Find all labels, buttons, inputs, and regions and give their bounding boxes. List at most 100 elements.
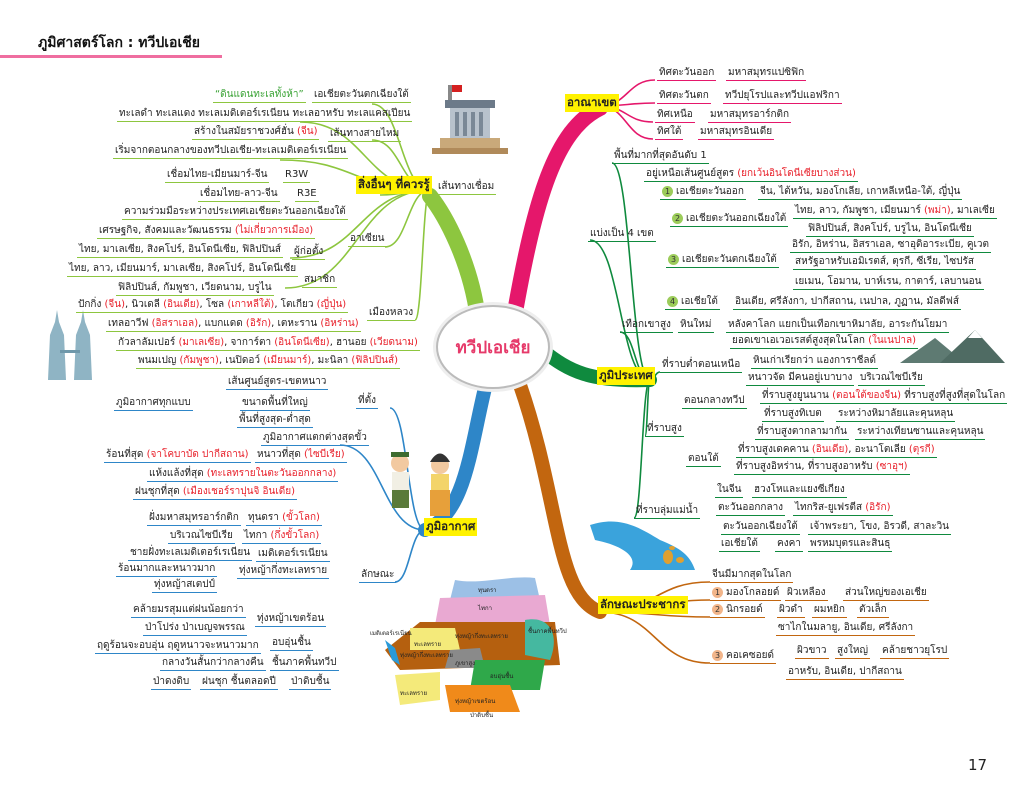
node-climate: ฤดูร้อนจะอบอุ่น ฤดูหนาวจะหนาวมาก xyxy=(95,639,261,654)
node-text: กัวลาลัมเปอร์ xyxy=(118,337,179,348)
node-population: สูงใหญ่ xyxy=(835,644,870,659)
node-text: อาหรับ, อินเดีย, ปากีสถาน xyxy=(788,666,902,677)
node-text: ที่ราบสูงเดคคาน xyxy=(738,444,812,455)
country-note: (พม่า) xyxy=(924,205,951,216)
node-territory: มหาสมุทรอินเดีย xyxy=(698,125,775,140)
node-text: เอเชียตะวันตกเฉียงใต้ xyxy=(682,254,777,265)
connector-line xyxy=(389,407,426,531)
node-text: เส้นศูนย์สูตร-เขตหนาว xyxy=(228,376,327,387)
connector-line xyxy=(284,189,431,289)
node-text: ความร่วมมือระหว่างประเทศเอเชียตะวันออกเฉ… xyxy=(124,206,346,217)
node-text: , มาเลเซีย xyxy=(950,205,995,216)
node-climate: ป่าดงดิบ xyxy=(151,675,192,690)
number-badge: 2 xyxy=(672,213,683,224)
map-label: อบอุ่นชื้น xyxy=(490,673,514,680)
node-climate: กลางวันสั้นกว่ากลางคืน xyxy=(160,656,266,671)
node-text: ที่ราบลุ่มแม่น้ำ xyxy=(636,505,699,516)
map-label: ทุ่งหญ้ากึ่งทะเลทราย xyxy=(400,652,453,659)
node-other: เชื่อมไทย-ลาว-จีน xyxy=(198,187,280,202)
node-text: หินเก่าเรียกว่า แองการาชีลด์ xyxy=(753,355,877,366)
node-text: พื้นที่สูงสุด-ต่ำสุด xyxy=(239,414,311,425)
node-terrain: เทือกเขาสูง xyxy=(620,318,673,333)
connector-line xyxy=(633,379,651,519)
country-note: (ตอนใต้ของจีน) xyxy=(832,390,902,401)
node-text: ที่ราบสูงยูนนาน xyxy=(762,390,833,401)
node-text: ผิวขาว xyxy=(797,645,827,656)
node-text: สมาชิก xyxy=(304,274,336,285)
country-note: (ไม่เกี่ยวการเมือง) xyxy=(234,225,314,236)
node-text: ไทย, ลาว, กัมพูชา, เมียนมาร์ xyxy=(795,205,925,216)
node-other: ความร่วมมือระหว่างประเทศเอเชียตะวันออกเฉ… xyxy=(122,205,348,220)
node-text: ทิศเหนือ xyxy=(657,109,693,120)
node-text: เชื่อมไทย-ลาว-จีน xyxy=(200,188,278,199)
node-text: มองโกลอยด์ xyxy=(726,587,780,598)
node-text: เศรษฐกิจ, สังคมและวัฒนธรรม xyxy=(99,225,235,236)
node-text: ซาไกในมลายู, อินเดีย, ศรีลังกา xyxy=(778,622,914,633)
node-text: ฟิลิปปินส์, กัมพูชา, เวียดนาม, บรูไน xyxy=(118,282,272,293)
node-text: เทลอาวีฟ xyxy=(108,318,152,329)
node-terrain: ที่ราบสูงเดคคาน (อินเดีย), อะนาโตเลีย (ต… xyxy=(736,443,937,458)
page-title: ภูมิศาสตร์โลก : ทวีปเอเชีย xyxy=(38,35,200,51)
node-text: หนาวที่สุด xyxy=(257,449,305,460)
node-text: ไทกา xyxy=(244,530,271,541)
node-text: ชื้นภาคพื้นทวีป xyxy=(272,657,337,668)
node-text: เทือกเขาสูง xyxy=(622,319,671,330)
node-text: , ฮานอย xyxy=(329,337,370,348)
country-note: (เกาหลีใต้) xyxy=(227,299,275,310)
node-terrain: ระหว่างเทียนซานและคุนหลุน xyxy=(855,425,986,440)
node-text: มหาสมุทรอินเดีย xyxy=(700,126,773,137)
node-territory: มหาสมุทรแปซิฟิก xyxy=(726,66,807,81)
node-terrain: หลังคาโลก แยกเป็นเทือกเขาหิมาลัย, อาระกั… xyxy=(726,318,950,333)
node-text: ร้อนที่สุด xyxy=(106,449,147,460)
node-territory: ทิศใต้ xyxy=(655,125,684,140)
node-terrain: แบ่งเป็น 4 เขต xyxy=(588,227,656,242)
node-climate: บริเวณไซบีเรีย xyxy=(168,529,235,544)
country-note: (เวียดนาม) xyxy=(369,337,418,348)
asia-climate-map xyxy=(385,577,560,712)
node-other: เทลอาวีฟ (อิสราเอล), แบกแดด (อิรัก), เตห… xyxy=(106,317,361,332)
country-note: (อิรัก) xyxy=(865,502,891,513)
connector-line xyxy=(611,162,651,381)
node-text: ทิศตะวันออก xyxy=(659,67,715,78)
node-text: , โซล xyxy=(199,299,228,310)
node-text: ทวีปยุโรปและทวีปแอฟริกา xyxy=(725,90,840,101)
node-other: เส้นทางสายไหม xyxy=(328,127,402,142)
node-text: ในจีน xyxy=(717,484,742,495)
node-text: ระหว่างเทียนซานและคุนหลุน xyxy=(857,426,984,437)
country-note: (เมืองเชอร์ราปุนจิ อินเดีย) xyxy=(182,486,296,497)
node-text: ทุ่งหญ้าสเตปป์ xyxy=(154,579,215,590)
node-text: สร้างในสมัยราชวงศ์ฮั่น xyxy=(194,126,297,137)
connector-line xyxy=(394,529,426,583)
node-climate: คล้ายมรสุมแต่ฝนน้อยกว่า xyxy=(131,603,246,618)
node-text: , เตหะราน xyxy=(271,318,321,329)
node-text: , มะนิลา xyxy=(311,355,352,366)
node-text: คล้ายมรสุมแต่ฝนน้อยกว่า xyxy=(133,604,244,615)
node-text: สหรัฐอาหรับเอมิเรตส์, ตุรกี, ซีเรีย, ไซป… xyxy=(795,256,974,267)
node-text: อิรัก, อิหร่าน, อิสราเอล, ซาอุดิอาระเบีย… xyxy=(792,239,990,250)
node-population: ผิวขาว xyxy=(795,644,829,659)
node-other: อาเซียน xyxy=(348,232,387,247)
node-other: ผู้ก่อตั้ง xyxy=(292,245,326,260)
connector-line xyxy=(414,189,431,321)
node-text: ทุ่งหญ้าเขตร้อน xyxy=(257,613,325,624)
node-population: ส่วนใหญ่ของเอเชีย xyxy=(843,586,929,601)
country-note: (จาโคบาบัด ปากีสถาน) xyxy=(146,449,249,460)
node-text: เส้นทางเชื่อม xyxy=(438,181,495,192)
node-text: , เนปิดอว์ xyxy=(218,355,264,366)
node-text: เอเชียใต้ xyxy=(721,538,758,549)
country-note: (ซาอุฯ) xyxy=(875,461,908,472)
node-climate: ชายฝั่งทะเลเมดิเตอร์เรเนียน xyxy=(128,546,253,561)
node-climate: ชื้นภาคพื้นทวีป xyxy=(270,656,339,671)
node-text: บริเวณไซบีเรีย xyxy=(860,372,923,383)
node-population: ผมหยิก xyxy=(812,603,847,618)
node-text: ตัวเล็ก xyxy=(859,604,887,615)
node-terrain: พื้นที่มากที่สุดอันดับ 1 xyxy=(612,149,709,164)
node-terrain: ที่ราบสูงยูนนาน (ตอนใต้ของจีน) ที่ราบสูง… xyxy=(760,389,1008,404)
node-text: ฟิลิปปินส์, สิงคโปร์, บรูไน, อินโดนีเซีย xyxy=(808,223,972,234)
